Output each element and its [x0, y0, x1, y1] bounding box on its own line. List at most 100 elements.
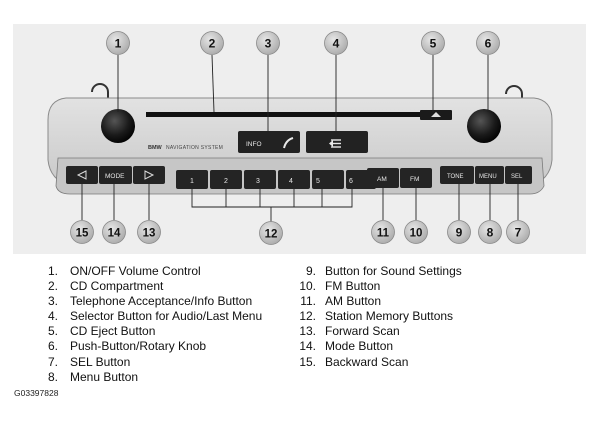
selector-arrows-icon	[329, 139, 341, 148]
callout-13: 13	[137, 220, 161, 244]
svg-text:11: 11	[377, 228, 390, 240]
preset-label-5: 5	[316, 178, 320, 185]
legend-number: 14.	[299, 339, 316, 354]
legend-number: 4.	[47, 309, 58, 324]
legend-number: 12.	[299, 309, 316, 324]
legend-number: 11.	[300, 294, 316, 309]
legend-number: 9.	[305, 264, 316, 278]
callout-14: 14	[102, 220, 126, 244]
callout-9: 9	[447, 220, 471, 244]
callout-7: 7	[506, 220, 530, 244]
selector-button[interactable]	[306, 131, 368, 153]
legend-text: Backward Scan	[325, 354, 409, 369]
callout-6: 6	[476, 31, 500, 55]
triangle-right-icon	[144, 170, 155, 180]
svg-text:3: 3	[265, 37, 272, 51]
am-button[interactable]	[367, 168, 399, 188]
brand-label: BMW	[148, 145, 163, 151]
legend-text: FM Button	[325, 279, 381, 294]
callout-12: 12	[259, 221, 283, 245]
preset-label-1: 1	[190, 178, 194, 185]
svg-text:9: 9	[456, 226, 463, 240]
svg-text:4: 4	[333, 37, 340, 51]
legend-item: 11. AM Button	[296, 294, 462, 309]
preset-label-6: 6	[349, 178, 353, 185]
legend-text: ON/OFF Volume Control	[70, 264, 201, 278]
legend-text: Mode Button	[325, 339, 394, 354]
callout-1: 1	[106, 31, 130, 55]
legend-item: 13. Forward Scan	[296, 324, 462, 339]
svg-text:7: 7	[515, 226, 522, 240]
mode-button-label: MODE	[105, 173, 125, 180]
callout-4: 4	[324, 31, 348, 55]
svg-text:5: 5	[430, 37, 437, 51]
legend-item: 6. Push-Button/Rotary Knob	[40, 339, 262, 354]
left-mounting-hook	[91, 83, 109, 100]
legend-number: 13.	[299, 324, 316, 339]
legend-number: 15.	[299, 354, 316, 369]
svg-text:1: 1	[115, 37, 122, 51]
sel-button-label: SEL	[511, 174, 523, 180]
preset-button-5[interactable]	[312, 170, 344, 189]
svg-text:15: 15	[76, 228, 89, 240]
callout-8: 8	[478, 220, 502, 244]
legend-item: 8.Menu Button	[40, 370, 262, 385]
tone-button[interactable]	[440, 166, 474, 184]
legend-item: 9. Button for Sound Settings	[296, 264, 462, 279]
legend-item: 5. CD Eject Button	[40, 324, 262, 339]
legend-number: 7.	[47, 354, 58, 369]
legend-text: Button for Sound Settings	[325, 264, 462, 278]
callout-5: 5	[421, 31, 445, 55]
callout-10: 10	[404, 220, 428, 244]
leader-lines	[81, 54, 519, 222]
legend-text: Forward Scan	[325, 324, 400, 339]
model-label: NAVIGATION SYSTEM	[166, 145, 223, 151]
svg-text:6: 6	[485, 37, 492, 51]
legend-item: 15. Backward Scan	[296, 355, 462, 370]
preset-button-2[interactable]	[210, 170, 242, 189]
legend-item: 10. FM Button	[296, 279, 462, 294]
fm-button[interactable]	[400, 168, 432, 188]
legend-item: 7.SEL Button	[40, 355, 262, 370]
legend-number: 10.	[299, 279, 316, 294]
sel-button[interactable]	[505, 166, 532, 184]
preset-label-3: 3	[256, 178, 260, 185]
preset-button-3[interactable]	[244, 170, 276, 189]
legend-number: 1.	[47, 264, 58, 278]
svg-text:13: 13	[143, 228, 156, 240]
right-mounting-hook	[505, 85, 523, 102]
legend-right: 9. Button for Sound Settings 10. FM Button…	[296, 264, 462, 370]
rotary-knob[interactable]	[467, 109, 501, 143]
legend-item: 2.CD Compartment	[40, 279, 262, 294]
preset-button-4[interactable]	[278, 170, 310, 189]
fm-button-label: FM	[410, 176, 419, 183]
svg-text:12: 12	[265, 229, 278, 241]
legend-text: Menu Button	[70, 369, 139, 384]
station-memory-buttons: 1 2 3 4 5 6	[176, 170, 376, 189]
legend-item: 4.Selector Button for Audio/Last Menu	[40, 309, 262, 324]
callout-11: 11	[371, 220, 395, 244]
backward-scan-button[interactable]	[66, 166, 98, 184]
legend-number: 6.	[47, 339, 58, 354]
tone-button-label: TONE	[447, 174, 464, 180]
callout-15: 15	[70, 220, 94, 244]
preset-button-1[interactable]	[176, 170, 208, 189]
legend-item: 14. Mode Button	[296, 339, 462, 354]
menu-button[interactable]	[475, 166, 504, 184]
legend-item: 12.Station Memory Buttons	[296, 309, 462, 324]
preset-label-2: 2	[224, 178, 228, 185]
legend-text: CD Eject Button	[70, 324, 156, 339]
legend-text: AM Button	[325, 294, 382, 309]
legend-number: 5.	[47, 324, 58, 339]
legend-number: 2.	[47, 279, 58, 294]
forward-scan-button[interactable]	[133, 166, 165, 184]
svg-text:10: 10	[410, 228, 423, 240]
info-button-label: INFO	[246, 141, 262, 148]
triangle-left-icon	[76, 170, 87, 180]
legend-text: Push-Button/Rotary Knob	[70, 339, 207, 354]
mode-button[interactable]	[99, 166, 132, 184]
volume-knob[interactable]	[101, 109, 135, 143]
legend-text: Telephone Acceptance/Info Button	[70, 294, 253, 309]
svg-text:14: 14	[108, 228, 121, 240]
